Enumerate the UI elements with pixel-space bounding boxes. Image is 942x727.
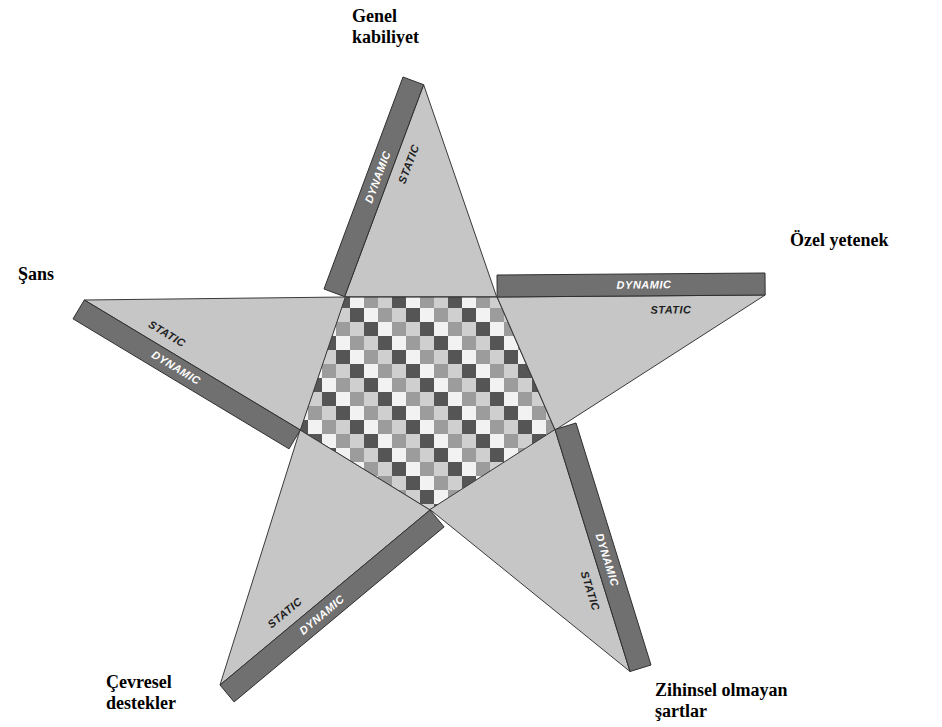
dynamic-band: [220, 510, 444, 702]
arm-outline: [430, 423, 651, 672]
arm-outline: [73, 297, 345, 449]
static-triangle: [497, 295, 765, 430]
arm-outline: [324, 77, 497, 297]
static-triangle: [430, 430, 630, 672]
star-arm: ŞansSTATICDYNAMIC: [73, 297, 345, 449]
static-triangle: [84, 297, 345, 430]
dynamic-band: [324, 77, 424, 297]
static-triangle: [345, 85, 497, 297]
arm-outline: [220, 430, 444, 702]
star-arm: Zihinsel olmayan şartlarSTATICDYNAMIC: [430, 423, 651, 672]
arm-label: Özel yetenek: [790, 230, 935, 251]
star-arm: Genel kabiliyetSTATICDYNAMIC: [324, 77, 497, 297]
dynamic-band: [73, 300, 300, 449]
dynamic-band: [497, 273, 765, 297]
static-label: STATIC: [651, 303, 692, 316]
star-arm: Özel yetenekSTATICDYNAMIC: [497, 273, 765, 430]
arm-label: Zihinsel olmayan şartlar: [655, 680, 835, 721]
arm-label: Çevresel destekler: [106, 672, 204, 713]
arm-label: Şans: [18, 264, 78, 285]
arm-label: Genel kabiliyet: [352, 6, 444, 47]
star-arm: Çevresel desteklerSTATICDYNAMIC: [220, 430, 444, 702]
arm-outline: [497, 273, 765, 430]
dynamic-label: DYNAMIC: [617, 278, 672, 291]
dynamic-band: [555, 423, 651, 672]
